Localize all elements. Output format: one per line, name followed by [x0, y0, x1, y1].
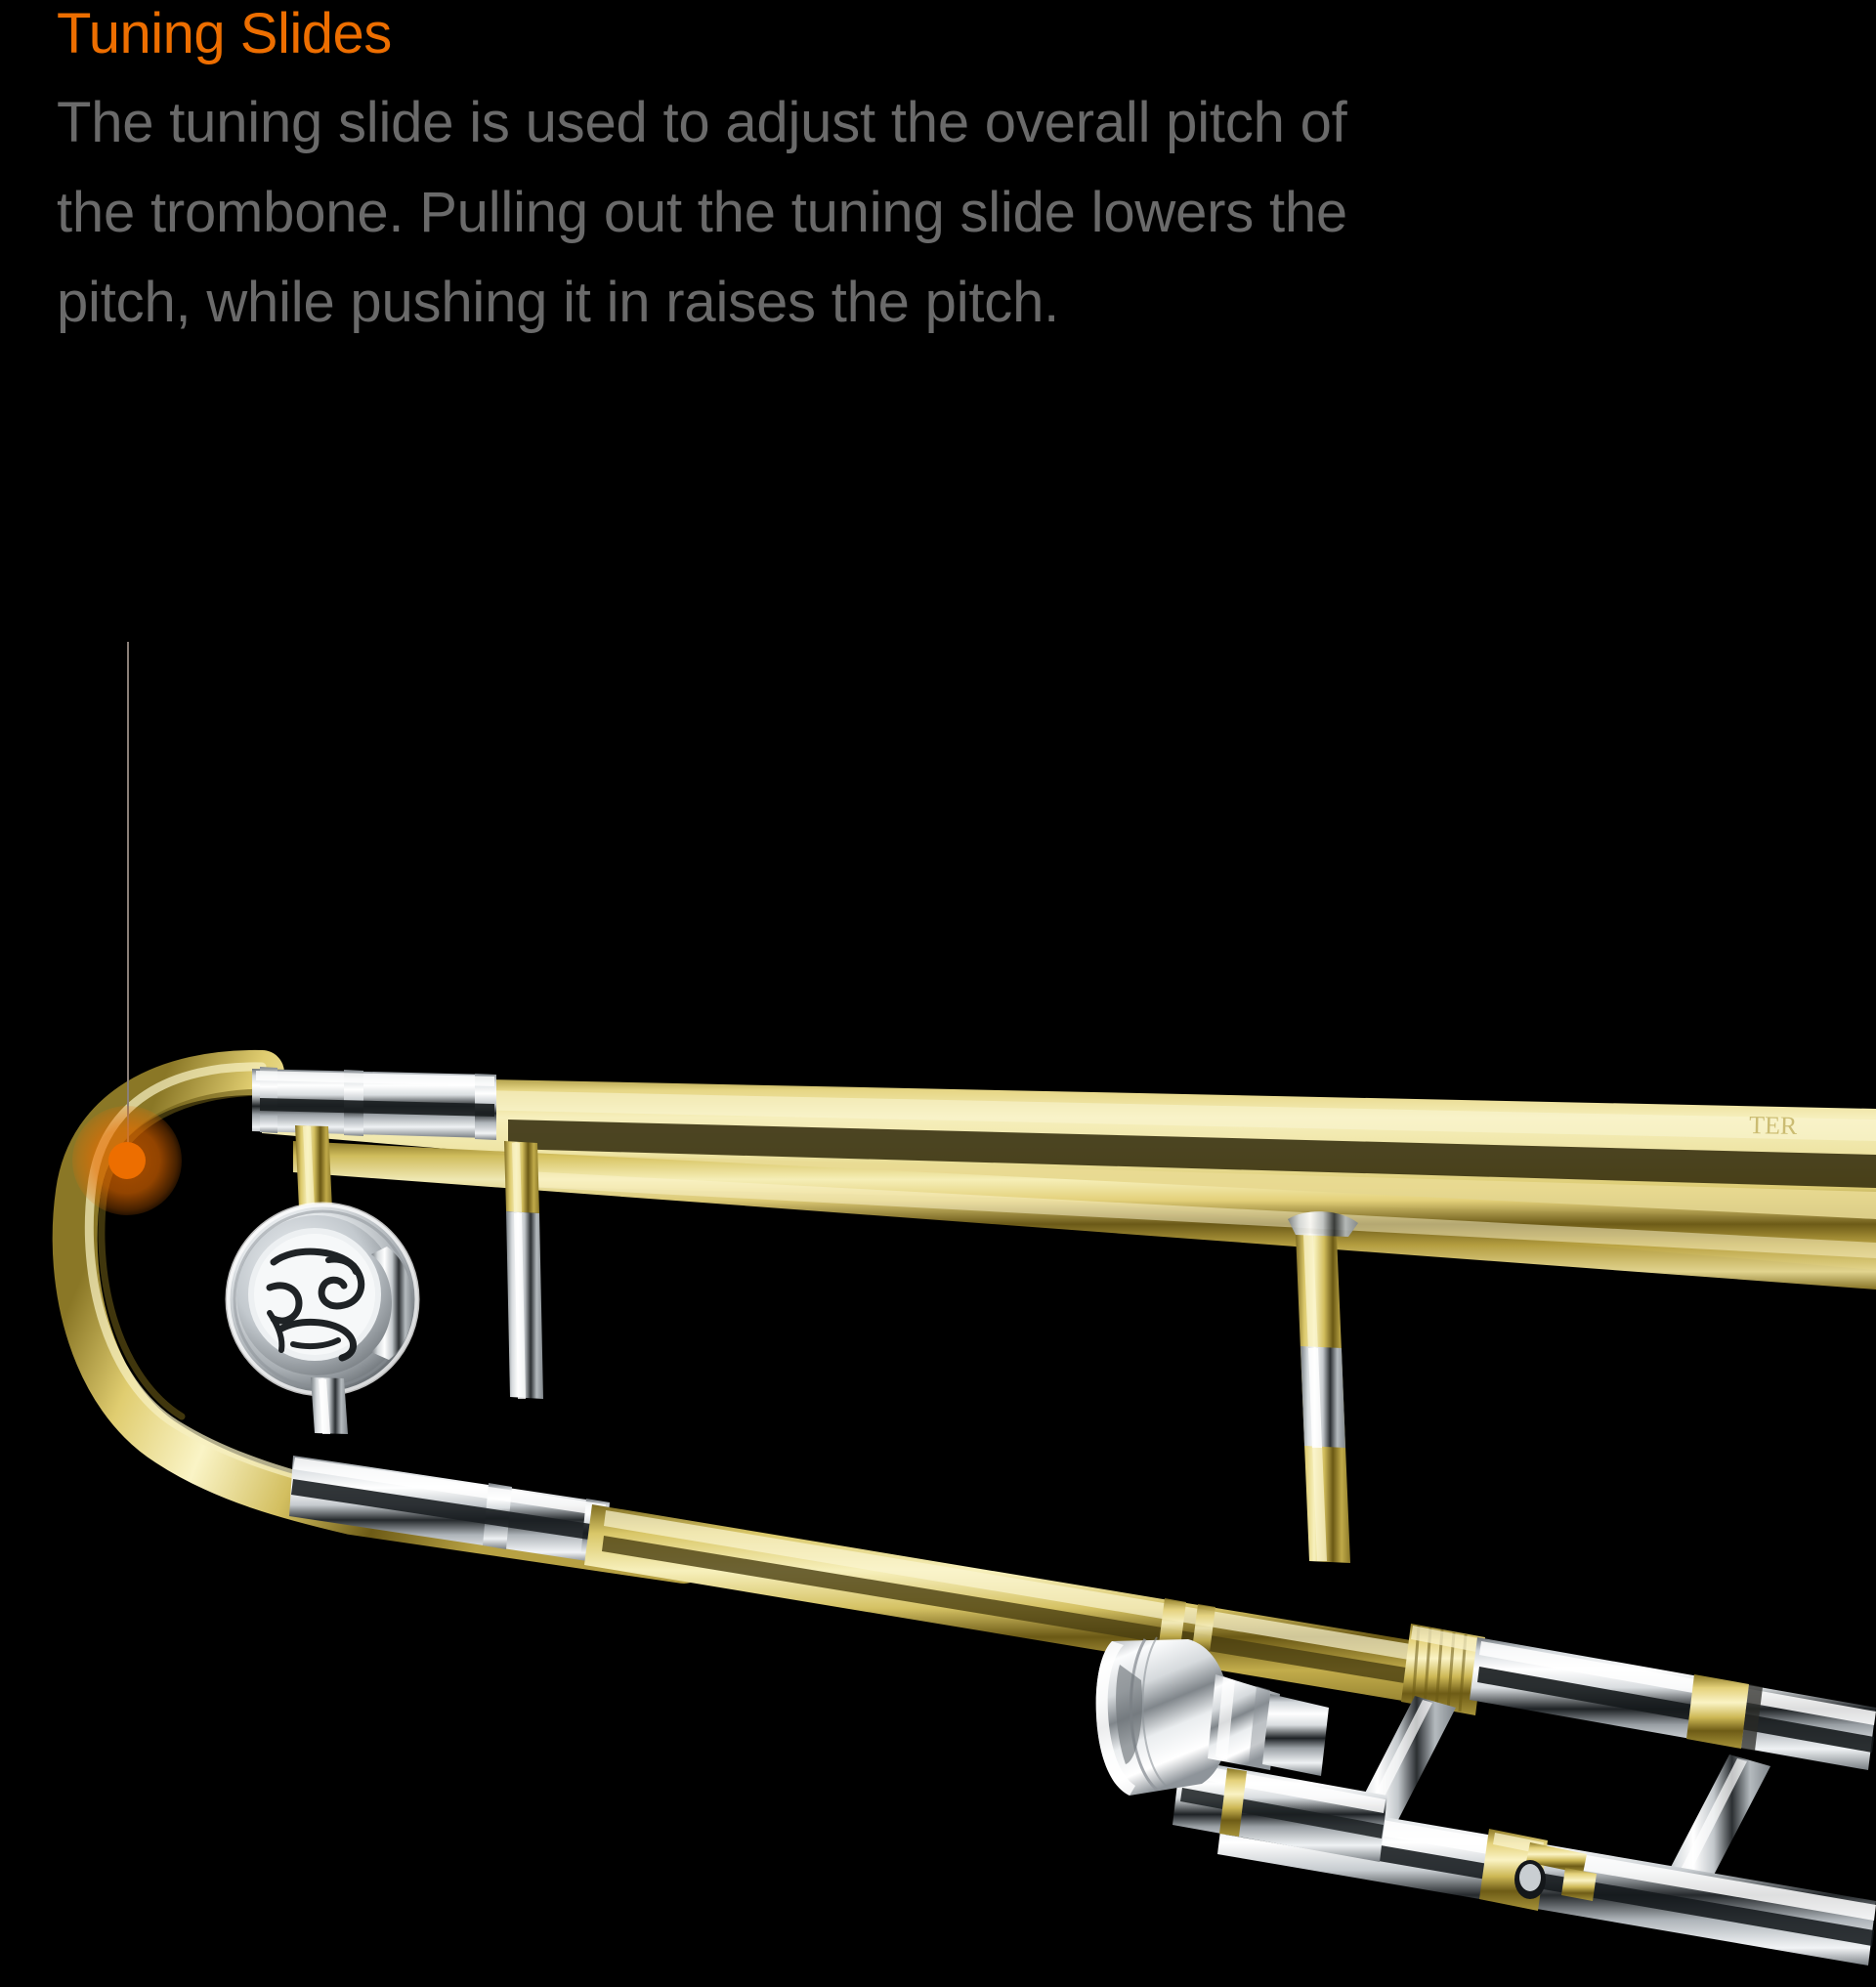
slide-receiver-nut — [1401, 1624, 1485, 1715]
middle-brace-post — [504, 1141, 543, 1399]
lower-long-brass-tube — [584, 1504, 1475, 1712]
tuning-slide-inner-upper — [252, 1067, 496, 1140]
tuning-slide-inner-lower — [289, 1456, 610, 1563]
lower-bell-brace-post — [311, 1377, 348, 1434]
bell-section: TER — [262, 1075, 1876, 1289]
body-description: The tuning slide is used to adjust the o… — [57, 91, 1347, 334]
upper-bell-brace-post — [295, 1125, 332, 1209]
medallion-engraving — [266, 1247, 365, 1362]
leadpipe-receiver — [1172, 1758, 1387, 1862]
gooseneck-connector — [1288, 1211, 1358, 1563]
bell-brace-medallion — [225, 1202, 420, 1397]
water-key — [1479, 1829, 1597, 1911]
mouthpiece — [1095, 1636, 1329, 1796]
text-block: Tuning Slides The tuning slide is used t… — [57, 0, 1425, 348]
slide-outer-lower-tube — [1217, 1790, 1876, 1966]
slide-outer-upper-tube — [1470, 1637, 1876, 1770]
counterweight-ring — [1788, 1887, 1837, 1954]
slide-brace — [1341, 1696, 1770, 1905]
callout-dot[interactable] — [108, 1142, 146, 1179]
page-title: Tuning Slides — [57, 2, 392, 65]
bell-engraving: TER — [1749, 1111, 1798, 1140]
callout-leader-line — [127, 642, 129, 1163]
